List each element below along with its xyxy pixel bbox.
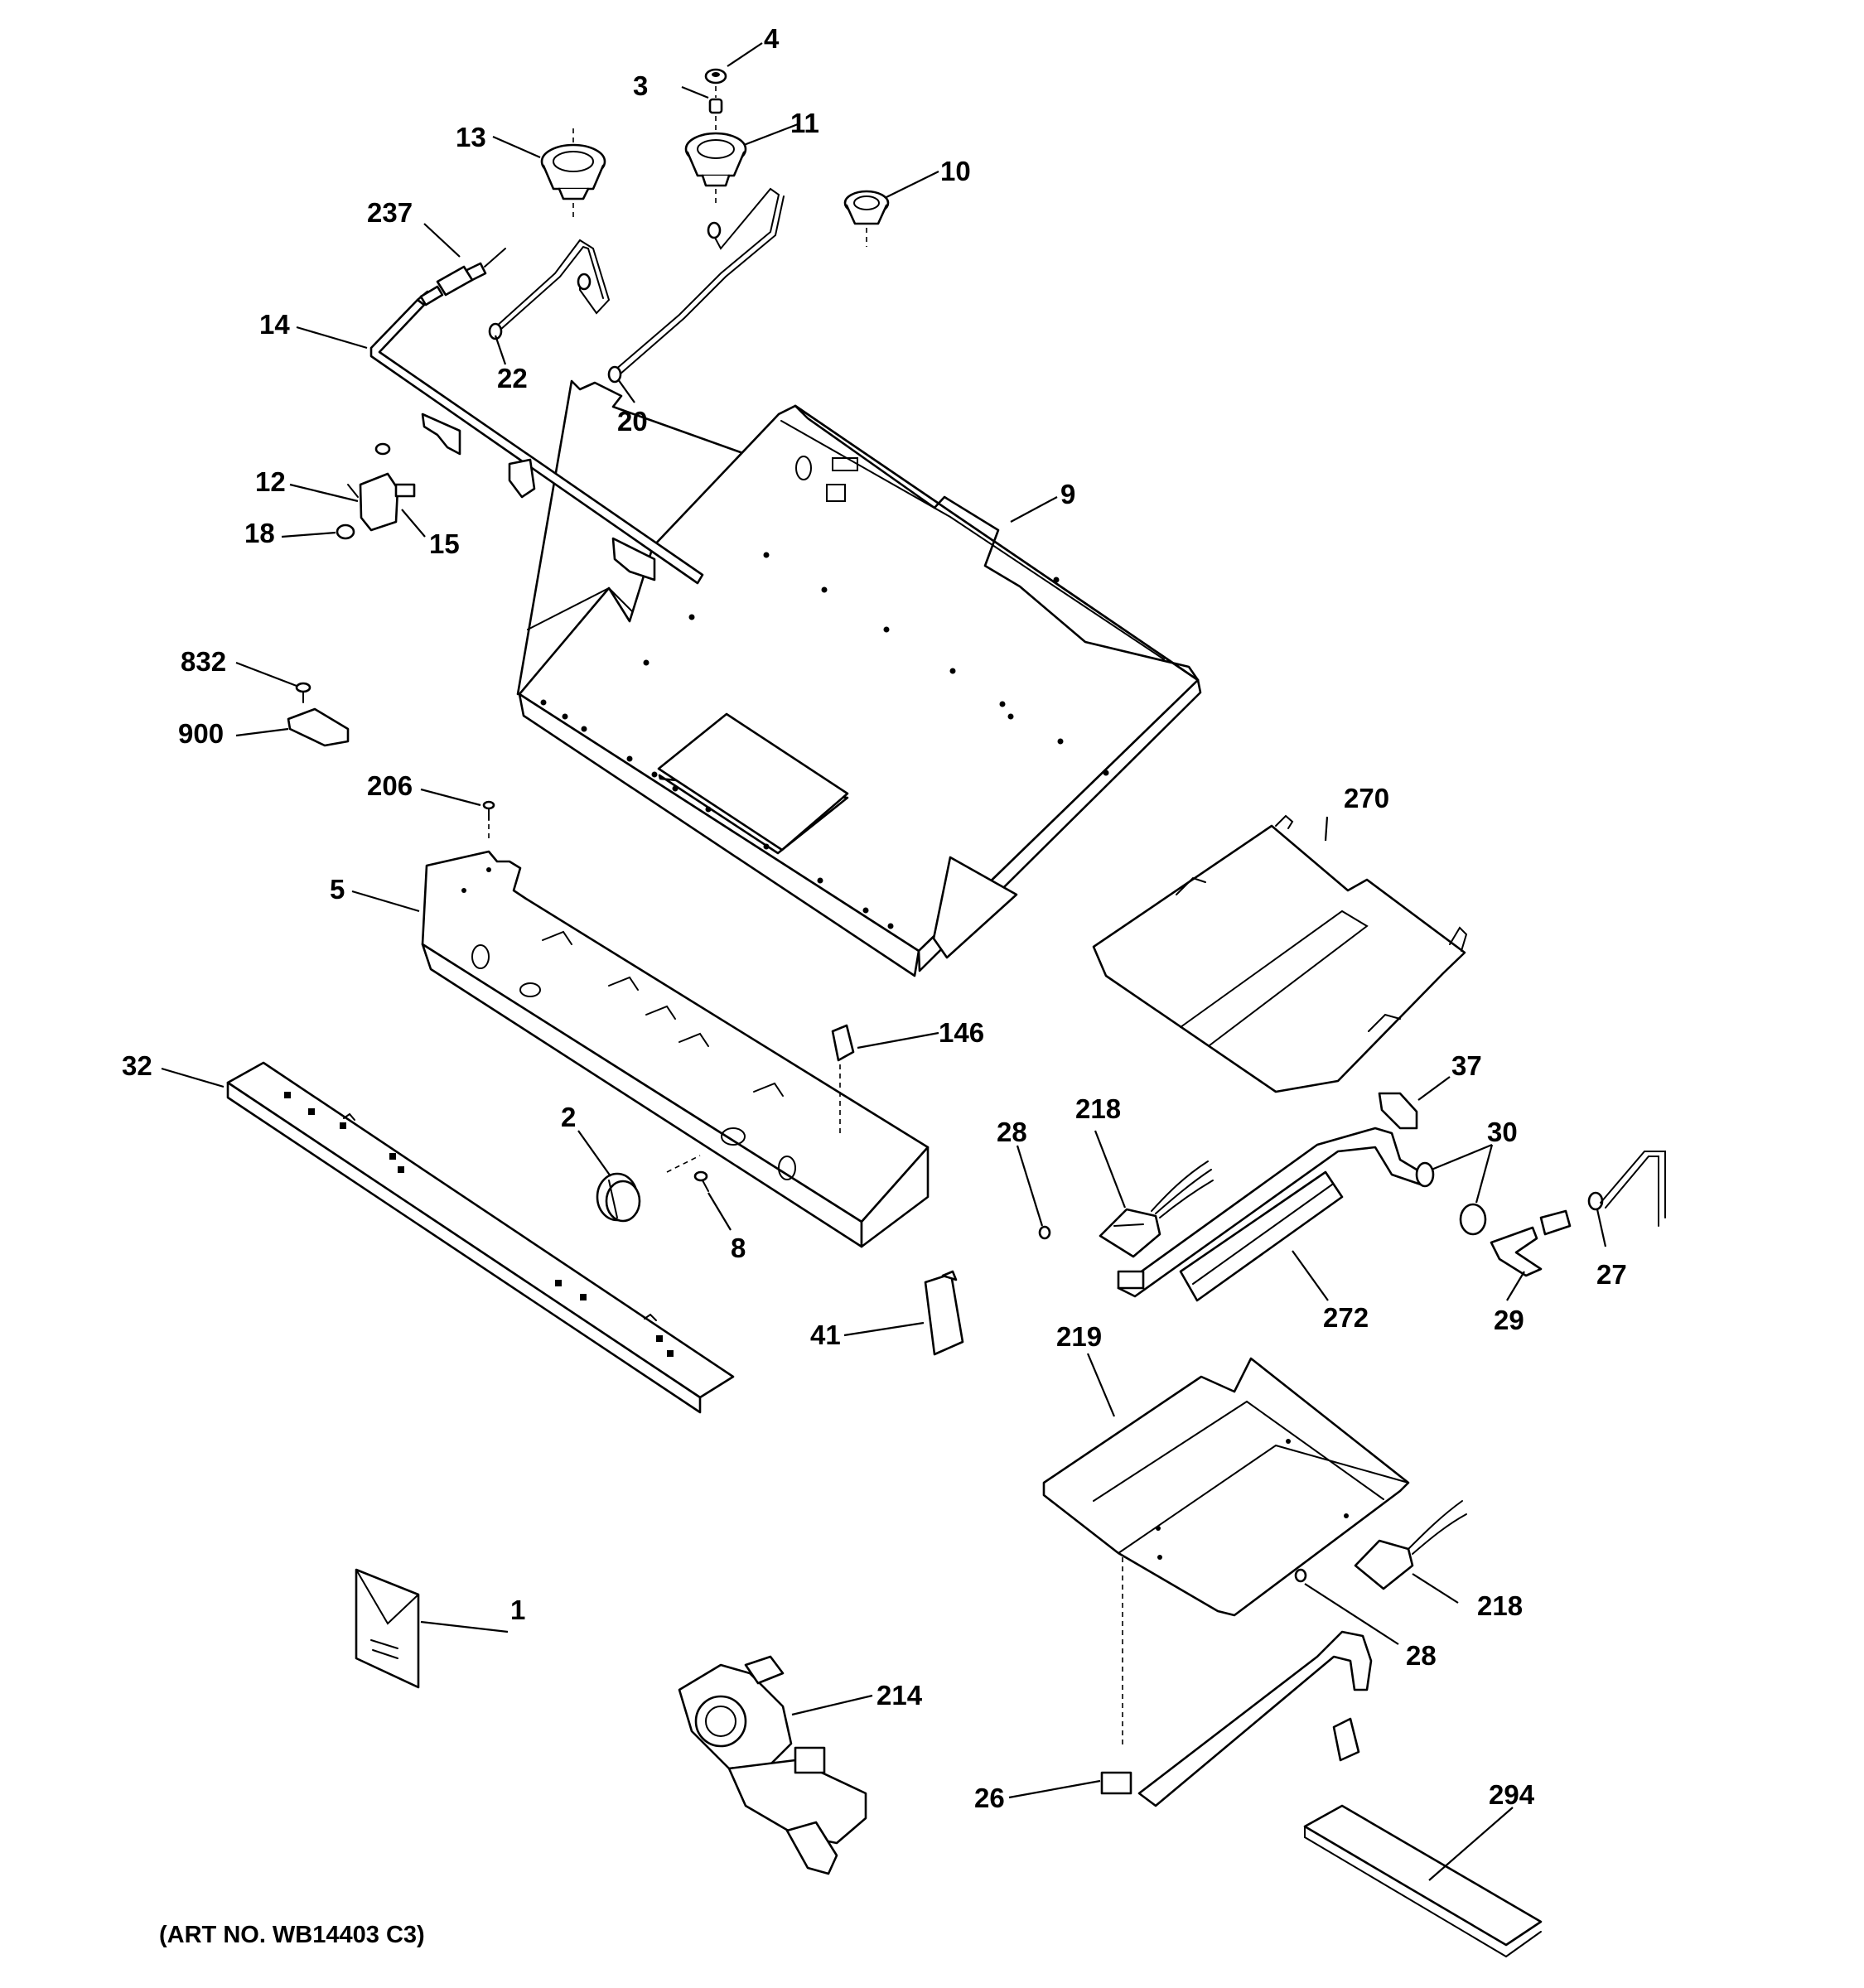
callout-41: 41 <box>810 1320 841 1350</box>
callout-37: 37 <box>1451 1050 1482 1081</box>
part-294-bracket <box>1303 1804 1543 1958</box>
callout-270: 270 <box>1344 783 1389 813</box>
part-5-manifold-panel <box>421 850 930 1248</box>
callout-900: 900 <box>178 718 224 749</box>
callout-26: 26 <box>974 1783 1005 1813</box>
callout-218-upper: 218 <box>1075 1093 1121 1124</box>
callout-219: 219 <box>1056 1321 1102 1352</box>
callout-272: 272 <box>1323 1302 1369 1333</box>
part-26-burner-tube <box>1100 1630 1373 1807</box>
part-18-nut <box>336 524 355 540</box>
callout-28-lower: 28 <box>1406 1640 1437 1671</box>
part-22-gas-tube <box>488 239 611 340</box>
part-214-regulator <box>678 1655 867 1875</box>
callout-13: 13 <box>456 122 486 152</box>
part-20-gas-tube <box>607 187 785 384</box>
callout-32: 32 <box>122 1050 152 1081</box>
part-10-burner-head <box>843 190 890 247</box>
callout-832: 832 <box>181 646 226 677</box>
part-29-elbow <box>1490 1209 1572 1277</box>
callout-214: 214 <box>876 1680 923 1711</box>
callout-12: 12 <box>255 466 286 497</box>
callout-30: 30 <box>1487 1117 1518 1147</box>
part-27-gas-pipe <box>1587 1151 1666 1227</box>
callout-4: 4 <box>764 23 780 54</box>
callout-10: 10 <box>940 156 971 186</box>
part-146-clip <box>831 1024 855 1135</box>
callout-labels: 4 3 11 13 10 237 14 22 20 9 12 15 18 832… <box>122 23 1627 1948</box>
part-218-igniter-lower <box>1354 1500 1467 1590</box>
part-11-burner-head <box>684 116 747 205</box>
callout-11: 11 <box>790 108 819 138</box>
callout-3: 3 <box>633 70 648 101</box>
callout-2: 2 <box>561 1102 576 1132</box>
part-9-burner-box <box>516 379 1202 977</box>
callout-22: 22 <box>497 363 528 393</box>
part-32-trim-strip <box>226 1061 735 1414</box>
callout-218-lower: 218 <box>1477 1590 1523 1621</box>
part-28-clip-upper <box>1038 1225 1051 1240</box>
callout-27: 27 <box>1596 1259 1627 1290</box>
callout-206: 206 <box>367 770 413 801</box>
callout-237: 237 <box>367 197 413 228</box>
part-30-orifice-holder <box>1415 1161 1487 1236</box>
callout-1: 1 <box>510 1595 525 1625</box>
callout-5: 5 <box>330 874 345 905</box>
part-12-valve <box>347 442 416 532</box>
art-number: (ART NO. WB14403 C3) <box>159 1922 425 1948</box>
callout-8: 8 <box>731 1233 746 1263</box>
part-237-fitting <box>419 265 474 306</box>
part-13-burner-head <box>540 128 606 220</box>
part-219-heat-shield <box>1042 1357 1410 1617</box>
part-1-literature <box>355 1568 420 1689</box>
callout-28-upper: 28 <box>997 1117 1027 1147</box>
part-8-screw <box>666 1155 709 1192</box>
part-28-clip-lower <box>1294 1568 1307 1583</box>
leader-lines <box>161 42 1607 1881</box>
part-4-cap <box>704 68 727 84</box>
part-218-igniter-upper <box>1099 1160 1214 1258</box>
part-272-shield <box>1179 1170 1344 1302</box>
part-900-bracket <box>287 707 350 747</box>
callout-20: 20 <box>617 406 648 437</box>
part-270-heat-shield <box>1092 814 1468 1093</box>
callout-29: 29 <box>1494 1305 1524 1335</box>
callout-15: 15 <box>429 528 460 559</box>
callout-294: 294 <box>1489 1779 1535 1810</box>
callout-9: 9 <box>1060 479 1075 509</box>
part-3-screw <box>708 86 723 114</box>
callout-14: 14 <box>259 309 290 340</box>
part-41-cover <box>924 1270 964 1356</box>
part-832-screw <box>295 682 311 703</box>
callout-146: 146 <box>939 1017 984 1048</box>
callout-18: 18 <box>244 518 275 548</box>
part-206-screw <box>482 800 495 841</box>
part-2-knob <box>596 1172 641 1223</box>
part-37-bracket <box>1378 1092 1418 1130</box>
